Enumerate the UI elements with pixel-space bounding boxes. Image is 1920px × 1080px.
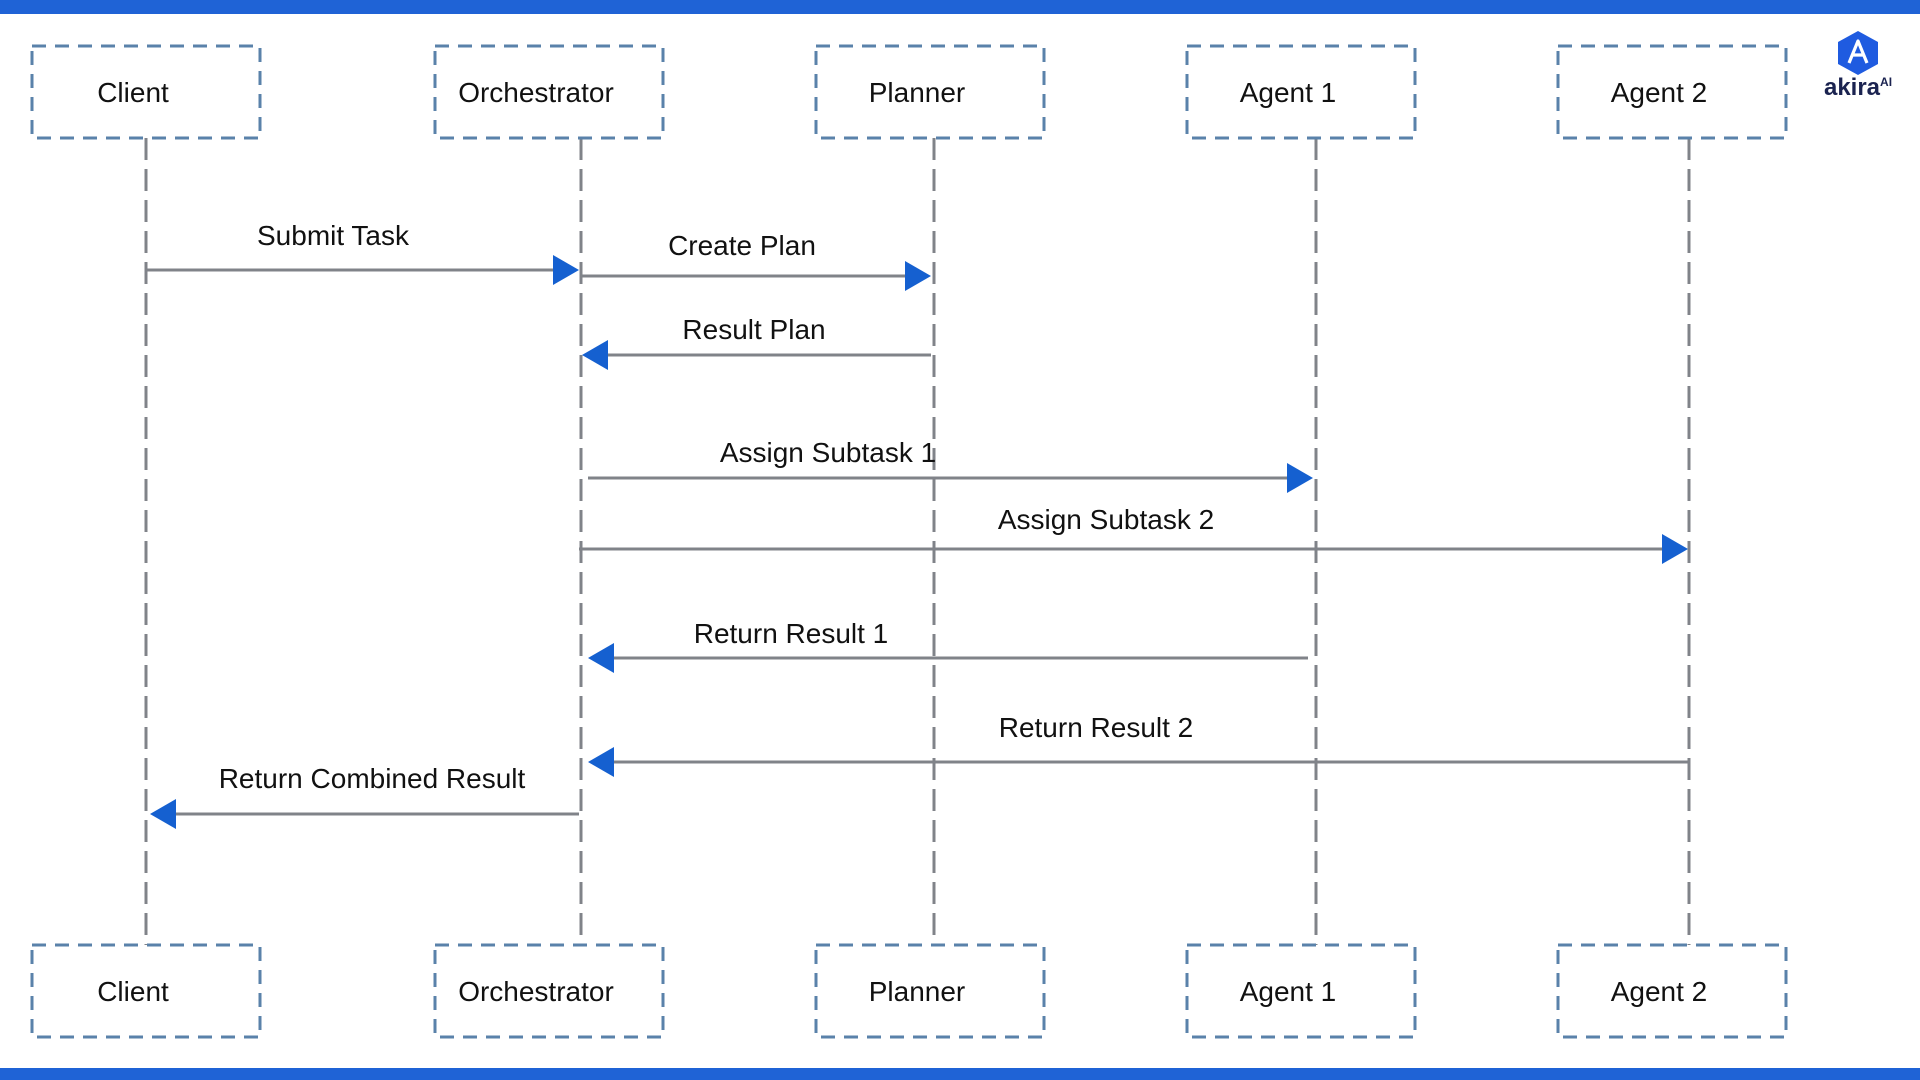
participant-label: Client xyxy=(97,77,169,108)
participant-label: Planner xyxy=(869,77,966,108)
message-return-result-2: Return Result 2 xyxy=(588,712,1689,777)
message-submit-task: Submit Task xyxy=(146,220,579,285)
arrowhead xyxy=(588,747,614,777)
arrowhead xyxy=(150,799,176,829)
message-label: Result Plan xyxy=(682,314,825,345)
participant-label: Planner xyxy=(869,976,966,1007)
arrowhead xyxy=(553,255,579,285)
participant-label: Agent 2 xyxy=(1611,77,1708,108)
participant-box-top-agent-2: Agent 2 xyxy=(1556,44,1788,140)
arrowhead xyxy=(1662,534,1688,564)
participant-box-top-planner: Planner xyxy=(814,44,1046,140)
participant-box-bottom-client: Client xyxy=(30,943,262,1039)
arrowhead xyxy=(582,340,608,370)
bottom-accent-bar xyxy=(0,1068,1920,1080)
message-label: Return Combined Result xyxy=(219,763,526,794)
participant-box-top-client: Client xyxy=(30,44,262,140)
arrowhead xyxy=(1287,463,1313,493)
participant-box-bottom-agent-2: Agent 2 xyxy=(1556,943,1788,1039)
message-label: Assign Subtask 1 xyxy=(720,437,936,468)
message-assign-subtask-2: Assign Subtask 2 xyxy=(579,504,1688,564)
participant-label: Agent 2 xyxy=(1611,976,1708,1007)
akira-ai-logo: akiraAI xyxy=(1816,30,1900,110)
participant-box-bottom-agent-1: Agent 1 xyxy=(1185,943,1417,1039)
message-label: Return Result 1 xyxy=(694,618,889,649)
message-return-combined-result: Return Combined Result xyxy=(150,763,579,829)
message-create-plan: Create Plan xyxy=(581,230,931,291)
arrowhead xyxy=(588,643,614,673)
logo-wordmark: akiraAI xyxy=(1823,74,1893,101)
message-label: Create Plan xyxy=(668,230,816,261)
message-return-result-1: Return Result 1 xyxy=(588,618,1308,673)
participant-label: Orchestrator xyxy=(458,976,614,1007)
participant-box-top-agent-1: Agent 1 xyxy=(1185,44,1417,140)
participant-box-bottom-orchestrator: Orchestrator xyxy=(433,943,665,1039)
message-label: Return Result 2 xyxy=(999,712,1194,743)
participant-label: Agent 1 xyxy=(1240,77,1337,108)
akira-logo-icon xyxy=(1838,31,1878,75)
message-assign-subtask-1: Assign Subtask 1 xyxy=(588,437,1313,493)
message-label: Assign Subtask 2 xyxy=(998,504,1214,535)
participant-label: Client xyxy=(97,976,169,1007)
participant-box-top-orchestrator: Orchestrator xyxy=(433,44,665,140)
message-result-plan: Result Plan xyxy=(582,314,931,370)
top-accent-bar xyxy=(0,0,1920,14)
participant-label: Agent 1 xyxy=(1240,976,1337,1007)
participant-label: Orchestrator xyxy=(458,77,614,108)
message-label: Submit Task xyxy=(257,220,410,251)
participant-box-bottom-planner: Planner xyxy=(814,943,1046,1039)
arrowhead xyxy=(905,261,931,291)
